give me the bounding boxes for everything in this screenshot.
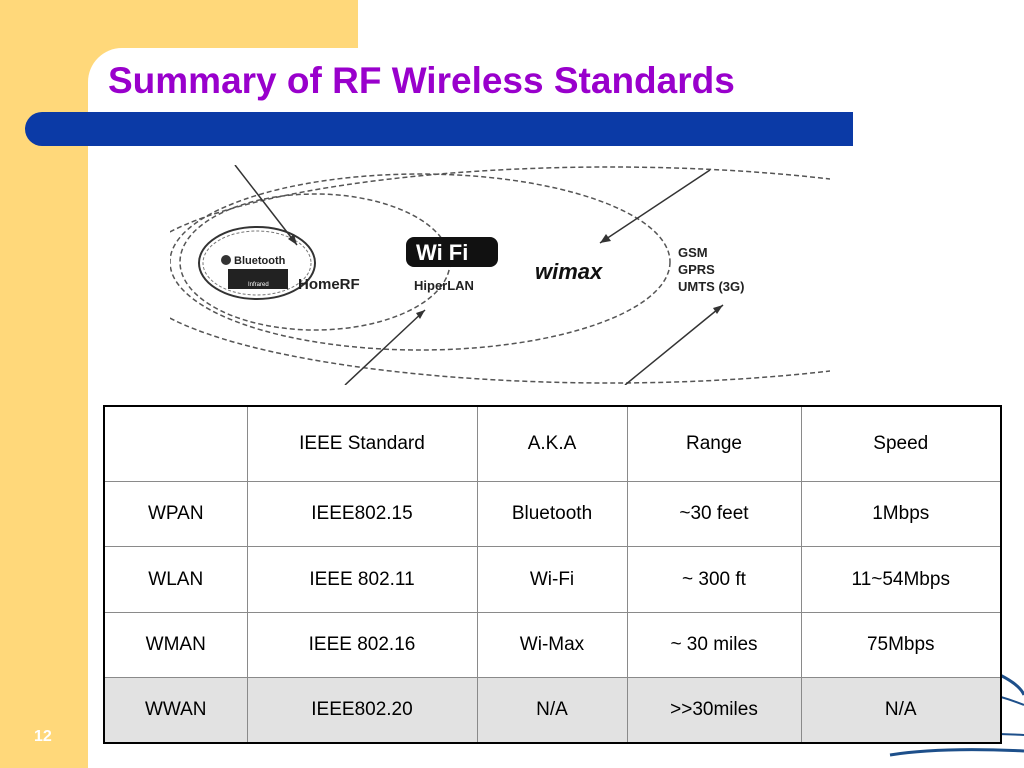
bluetooth-icon <box>221 255 231 265</box>
table-cell: IEEE802.15 <box>246 480 478 548</box>
table-row: WWAN IEEE802.20 N/A >>30miles N/A <box>103 677 1002 744</box>
table-cell: 75Mbps <box>800 611 1002 679</box>
slide-number: 12 <box>34 728 52 745</box>
arrow-wwan <box>624 304 724 385</box>
table-cell: WLAN <box>103 546 248 613</box>
wwan-item-gprs: GPRS <box>678 262 715 277</box>
table-cell: Wi-Max <box>476 611 628 679</box>
arrow-wman <box>599 169 711 244</box>
table-cell: N/A <box>476 677 628 744</box>
table-cell: WMAN <box>103 611 248 679</box>
wwan-item-umts: UMTS (3G) <box>678 279 744 294</box>
table-cell: 11~54Mbps <box>800 546 1002 613</box>
homerf-logo: HomeRF <box>298 276 360 293</box>
slide-title: Summary of RF Wireless Standards <box>108 60 735 101</box>
wimax-logo: wimax <box>535 259 603 284</box>
header-cell: Speed <box>800 405 1002 482</box>
table-cell: ~ 300 ft <box>626 546 802 613</box>
infrared-icon <box>228 269 288 289</box>
header-cell: Range <box>626 405 802 482</box>
table-cell: IEEE802.20 <box>246 677 478 744</box>
wpan-range-ellipse <box>198 226 316 300</box>
table-cell: >>30miles <box>626 677 802 744</box>
bluetooth-logo: Bluetooth <box>234 255 286 267</box>
table-cell: WWAN <box>103 677 248 744</box>
wman-range-ellipse <box>170 173 671 351</box>
standards-table: IEEE Standard A.K.A Range Speed WPAN IEE… <box>103 405 1002 744</box>
header-cell: IEEE Standard <box>246 405 478 482</box>
table-cell: WPAN <box>103 480 248 548</box>
title-underline-bar <box>25 112 853 146</box>
table-header-row: IEEE Standard A.K.A Range Speed <box>103 405 1002 482</box>
table-cell: Wi-Fi <box>476 546 628 613</box>
header-cell: A.K.A <box>476 405 628 482</box>
table-cell: Bluetooth <box>476 480 628 548</box>
hiperlan-logo: HiperLAN <box>414 278 474 293</box>
table-cell: ~ 30 miles <box>626 611 802 679</box>
table-row: WLAN IEEE 802.11 Wi-Fi ~ 300 ft 11~54Mbp… <box>103 546 1002 613</box>
wwan-item-gsm: GSM <box>678 245 708 260</box>
arrow-wlan <box>344 309 426 385</box>
wifi-icon <box>406 237 498 267</box>
table-cell: N/A <box>800 677 1002 744</box>
table-cell: IEEE 802.11 <box>246 546 478 613</box>
arrow-wpan <box>234 165 298 246</box>
table-row: WMAN IEEE 802.16 Wi-Max ~ 30 miles 75Mbp… <box>103 611 1002 679</box>
wireless-range-diagram: Bluetooth Infrared HomeRF Wi Fi HiperLAN… <box>170 165 830 385</box>
wifi-logo: Wi Fi <box>416 240 468 265</box>
table-cell: 1Mbps <box>800 480 1002 548</box>
table-cell: ~30 feet <box>626 480 802 548</box>
table-cell: IEEE 802.16 <box>246 611 478 679</box>
infrared-logo: Infrared <box>248 282 269 288</box>
header-cell <box>103 405 248 482</box>
table-row: WPAN IEEE802.15 Bluetooth ~30 feet 1Mbps <box>103 480 1002 548</box>
